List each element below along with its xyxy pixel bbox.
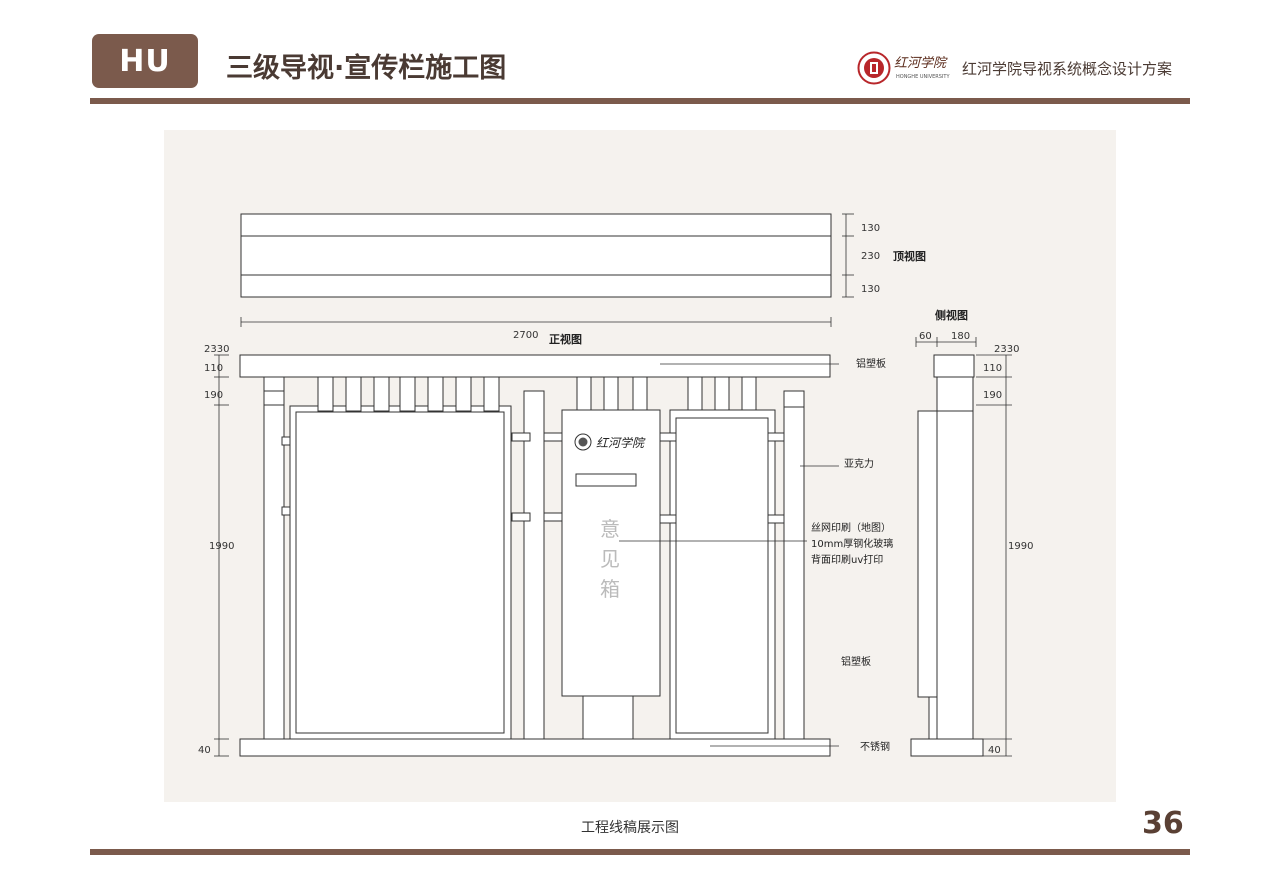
side-dim-180: 180 [951,331,970,342]
annotation-glass-2: 10mm厚钢化玻璃 [811,537,893,550]
drawing-panel: 130 230 130 顶视图 2700 正视图 [164,130,1116,802]
front-view-label: 正视图 [549,332,582,346]
annotations: 铝塑板 亚克力 丝网印刷（地图） 10mm厚钢化玻璃 背面印刷uv打印 铝塑板 … [811,357,893,753]
side-dim-190: 190 [983,390,1002,401]
side-dim-110: 110 [983,363,1002,374]
box-char-1: 意 [600,517,620,541]
front-height-total: 2330 [204,344,229,355]
front-dim-190: 190 [204,390,223,401]
logo-subtext: HONGHE UNIVERSITY [896,74,950,80]
width-dim: 2700 [513,330,538,341]
front-view: 正视图 [198,332,839,757]
annotation-top-panel: 铝塑板 [856,357,886,370]
footer-divider [90,849,1190,855]
annotation-glass-1: 丝网印刷（地图） [811,521,891,534]
hu-badge: HU [92,34,198,88]
side-dim-60: 60 [919,331,932,342]
annotation-glass-3: 背面印刷uv打印 [811,553,883,566]
side-dim-1990: 1990 [1008,541,1033,552]
box-char-2: 见 [600,547,620,571]
logo-wordmark: 红河学院 [894,56,947,71]
side-view-label: 侧视图 [935,308,968,322]
header-subtitle: 红河学院导视系统概念设计方案 [962,60,1173,78]
side-view: 侧视图 60 180 2330 110 190 1990 4 [910,308,1033,757]
suggestion-box-text: 意 见 箱 [600,517,620,601]
top-dim-3: 130 [861,284,880,295]
side-height-total: 2330 [994,344,1019,355]
top-view: 130 230 130 顶视图 2700 [240,213,926,341]
annotation-base: 不锈钢 [860,740,890,753]
front-dim-110: 110 [204,363,223,374]
page-title: 三级导视·宣传栏施工图 [226,53,507,84]
annotation-panel: 铝塑板 [841,655,871,668]
box-char-3: 箱 [600,577,620,601]
box-logo-text: 红河学院 [596,436,646,450]
front-dim-40: 40 [198,745,211,756]
annotation-acrylic: 亚克力 [844,457,874,470]
figure-caption: 工程线稿展示图 [581,820,679,836]
top-dim-2: 230 [861,251,880,262]
side-dim-40: 40 [988,745,1001,756]
header-divider [90,98,1190,104]
page-number: 36 [1142,806,1184,841]
front-dim-1990: 1990 [209,541,234,552]
university-seal-icon [857,51,891,85]
construction-drawing: 130 230 130 顶视图 2700 正视图 [198,213,1033,757]
top-dim-1: 130 [861,223,880,234]
top-view-label: 顶视图 [893,249,926,263]
